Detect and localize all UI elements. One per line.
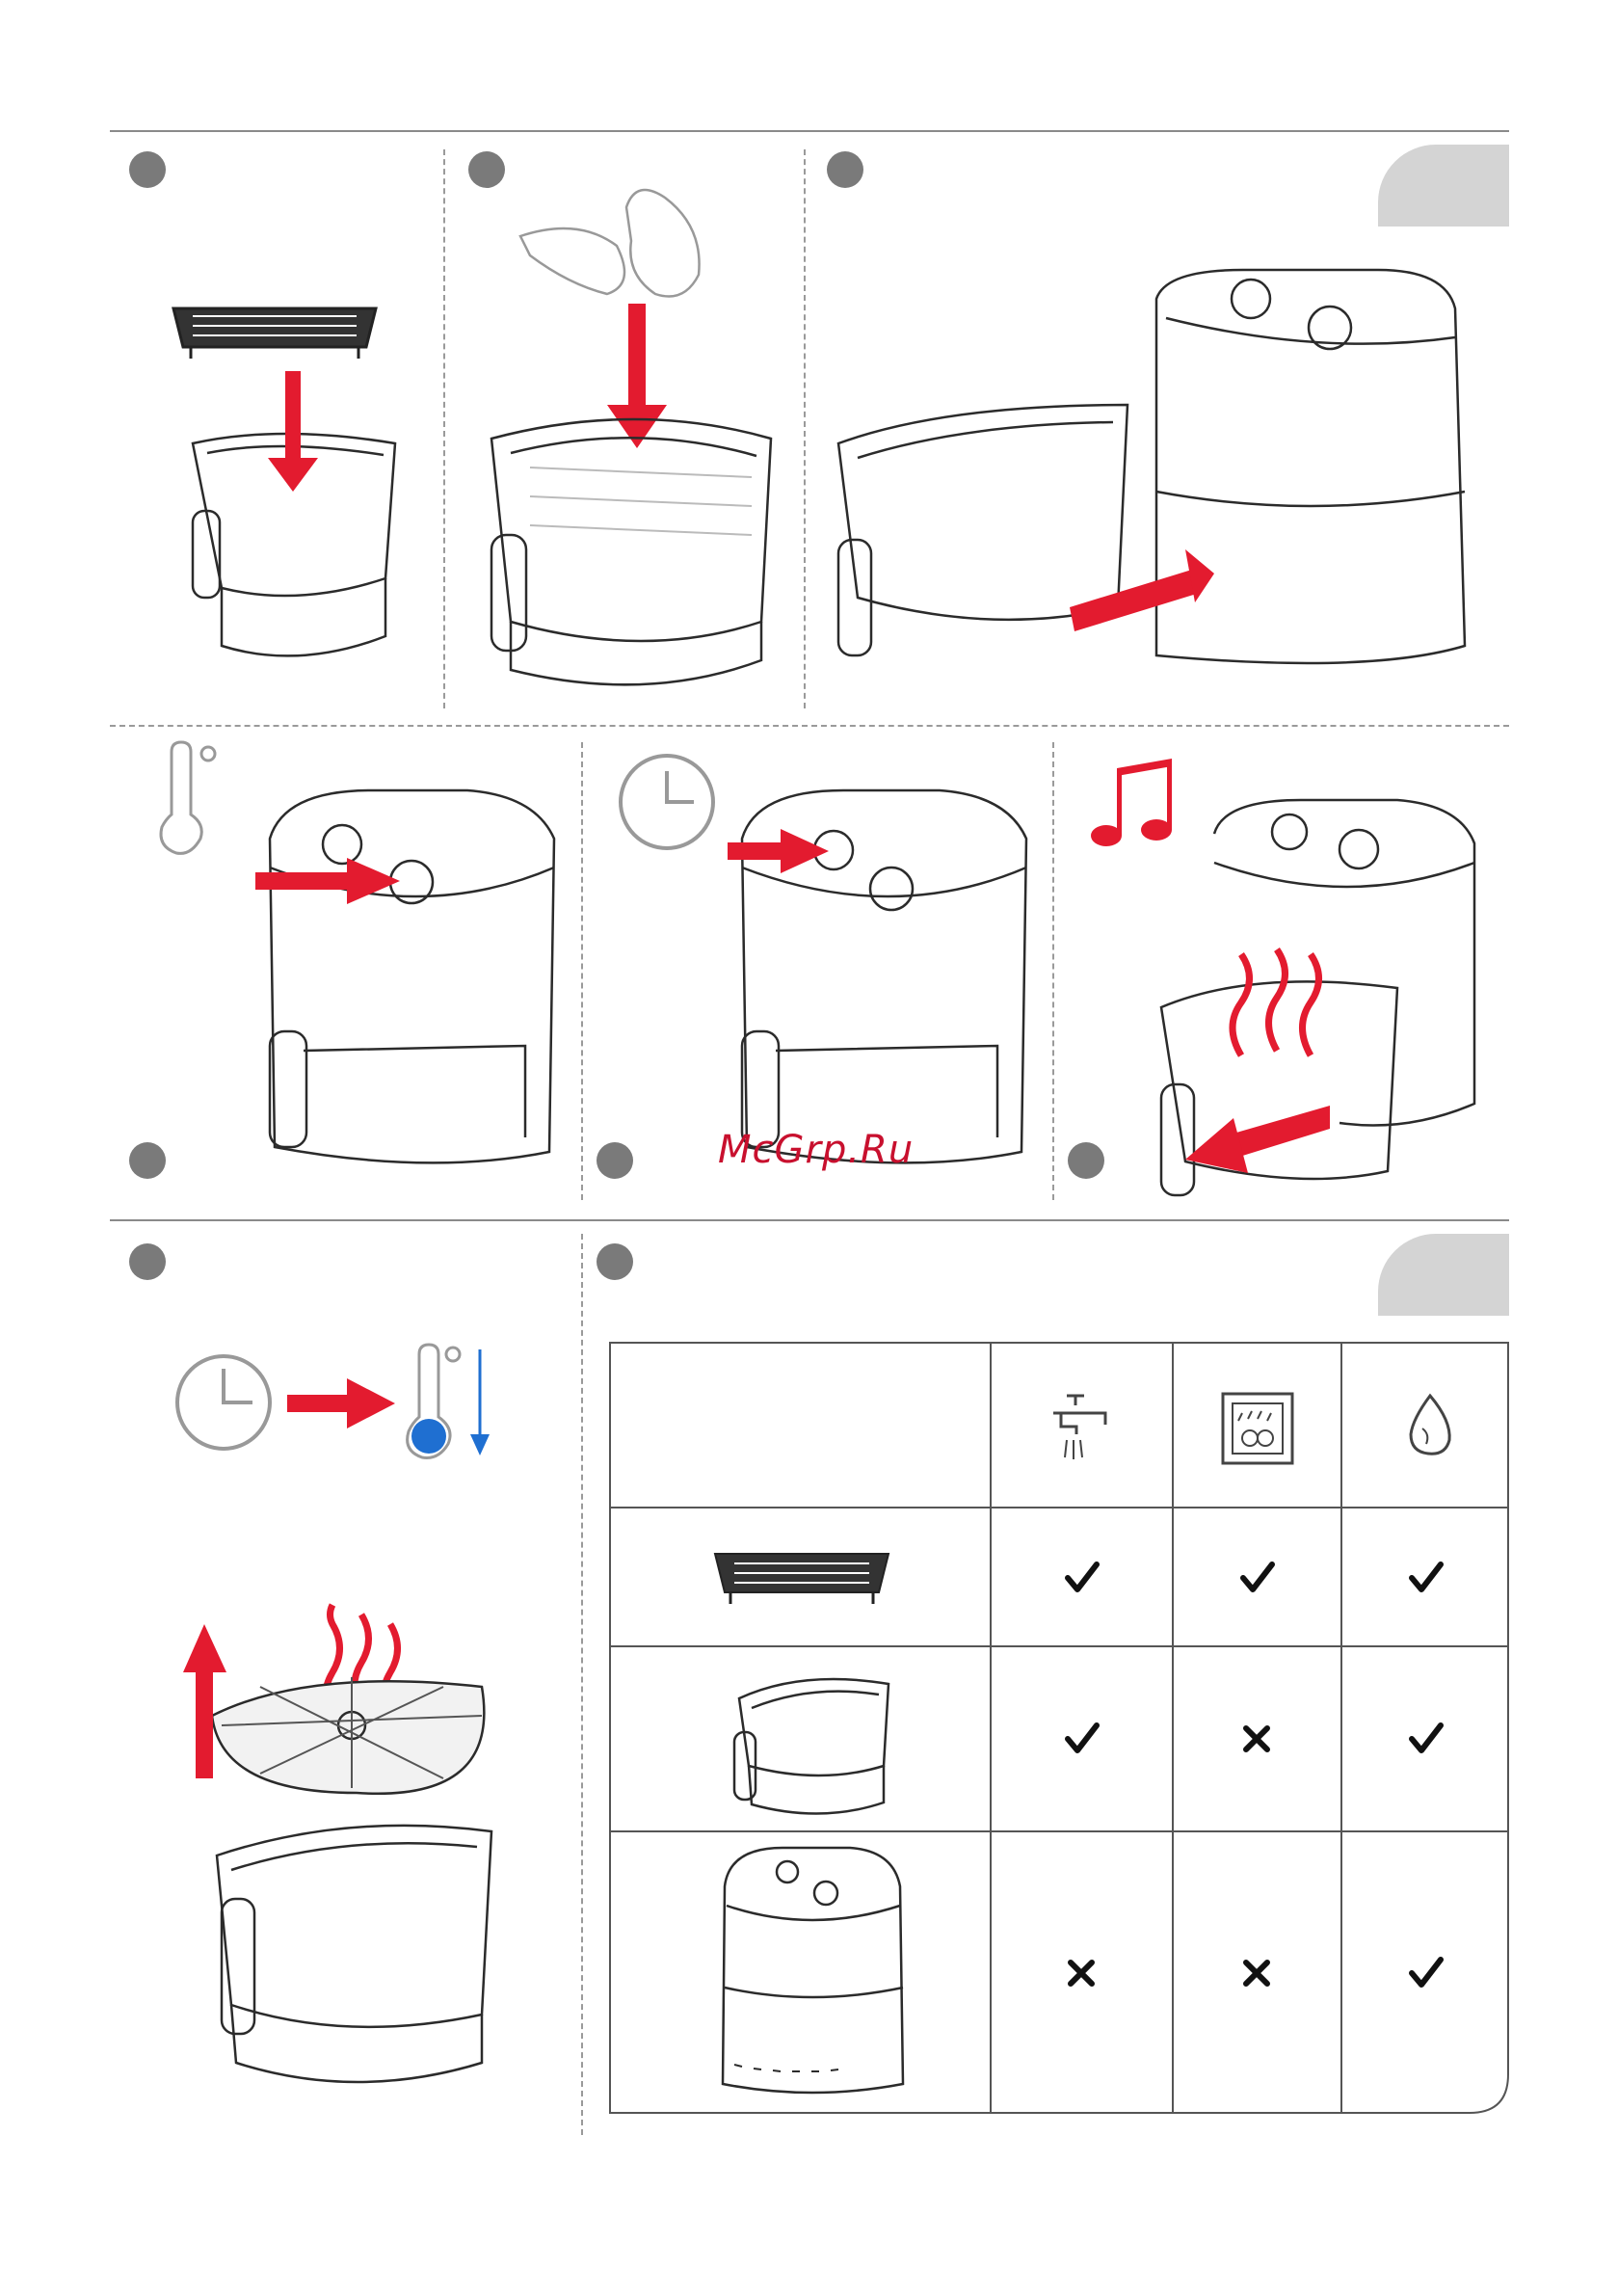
cleaning-table xyxy=(609,1342,1509,2114)
basket-drawing xyxy=(491,419,771,684)
col-divider-b xyxy=(804,149,806,708)
temperature-knob xyxy=(870,868,913,910)
check-mark-icon xyxy=(1412,1564,1441,1589)
step-marker-6 xyxy=(1068,1142,1104,1179)
check-mark-icon xyxy=(1412,1960,1441,1985)
row-divider-2 xyxy=(110,1219,1509,1221)
col-divider-d xyxy=(1052,742,1054,1200)
col-divider-c xyxy=(581,742,583,1200)
step-marker-8 xyxy=(597,1243,633,1280)
col-divider-a xyxy=(443,149,445,708)
thermometer-cold-icon xyxy=(408,1345,460,1457)
check-mark-icon xyxy=(1243,1564,1272,1589)
food-drawing xyxy=(520,190,700,297)
up-arrow xyxy=(183,1624,226,1778)
compatibility-marks xyxy=(609,1342,1509,2114)
down-blue-arrow xyxy=(470,1349,490,1455)
panel3-illustration xyxy=(829,260,1503,704)
down-arrow xyxy=(268,371,318,492)
check-mark-icon xyxy=(1068,1725,1097,1750)
step-marker-4 xyxy=(129,1142,166,1179)
cross-mark-icon xyxy=(1246,1728,1267,1749)
watermark-text: McGrp.Ru xyxy=(718,1128,914,1172)
steam-waves xyxy=(1233,949,1319,1055)
step-marker-1 xyxy=(129,151,166,188)
top-rule xyxy=(110,130,1509,132)
pointer-arrow xyxy=(255,858,400,904)
cross-mark-icon xyxy=(1246,1962,1267,1984)
col-divider-e xyxy=(581,1234,583,2135)
right-arrow xyxy=(287,1378,395,1428)
basket-drawing xyxy=(217,1826,491,2082)
panel1-illustration xyxy=(154,289,405,665)
panel7-cooling-icons xyxy=(173,1340,520,1465)
row-divider-1 xyxy=(110,725,1509,727)
check-mark-icon xyxy=(1068,1564,1097,1589)
step-marker-5 xyxy=(597,1142,633,1179)
clock-icon xyxy=(617,752,718,853)
cross-mark-icon xyxy=(1071,1962,1092,1984)
corner-tab-cleaning xyxy=(1378,1234,1509,1316)
check-mark-icon xyxy=(1412,1725,1441,1750)
appliance-drawing xyxy=(1156,270,1465,663)
panel2-illustration xyxy=(472,169,790,708)
step-marker-7 xyxy=(129,1243,166,1280)
thermometer-icon xyxy=(152,742,220,858)
panel6-appliance xyxy=(1156,795,1503,1200)
panel5-appliance xyxy=(728,781,1046,1186)
timer-knob xyxy=(323,825,361,864)
right-arrow xyxy=(1070,549,1214,631)
down-arrow xyxy=(607,304,667,448)
corner-tab-top xyxy=(1378,145,1509,227)
panel7-illustration xyxy=(183,1581,530,2101)
grill-plate-drawing xyxy=(212,1677,484,1794)
step-marker-3 xyxy=(827,151,863,188)
grill-plate-drawing xyxy=(173,308,376,359)
panel4-appliance xyxy=(255,781,573,1186)
clock-icon xyxy=(177,1356,270,1449)
pull-arrow xyxy=(1185,1106,1330,1173)
